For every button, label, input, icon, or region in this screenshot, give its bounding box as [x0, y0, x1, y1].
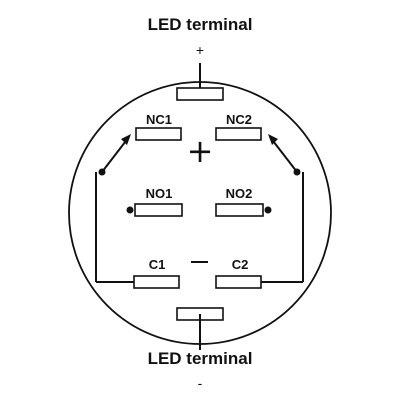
c2-label: C2 [232, 257, 249, 272]
bottom-led-terminal-label: LED terminal [148, 349, 253, 368]
left-arm-arrowhead [121, 134, 131, 145]
nc2-label: NC2 [226, 112, 252, 127]
right-switch-arm [269, 136, 298, 173]
no1-contact-dot [126, 206, 134, 214]
no2-contact-dot [264, 206, 272, 214]
nc1-pad [135, 127, 182, 141]
c2-pad [215, 275, 262, 289]
no2-pad [215, 203, 264, 217]
right-arm-arrowhead [268, 134, 278, 145]
c1-label: C1 [149, 257, 166, 272]
no1-label: NO1 [146, 186, 173, 201]
bottom-led-polarity-label: - [198, 375, 203, 391]
left-switch-arm [101, 136, 130, 173]
nc1-label: NC1 [146, 112, 172, 127]
no1-pad [134, 203, 183, 217]
top-led-terminal-pad [176, 87, 224, 101]
top-led-polarity-label: + [196, 42, 204, 58]
no2-label: NO2 [226, 186, 253, 201]
top-led-terminal-label: LED terminal [148, 15, 253, 34]
c1-pad [133, 275, 180, 289]
nc2-pad [215, 127, 262, 141]
center-plus-symbol: + [187, 132, 214, 170]
switch-body-outline [68, 81, 332, 345]
